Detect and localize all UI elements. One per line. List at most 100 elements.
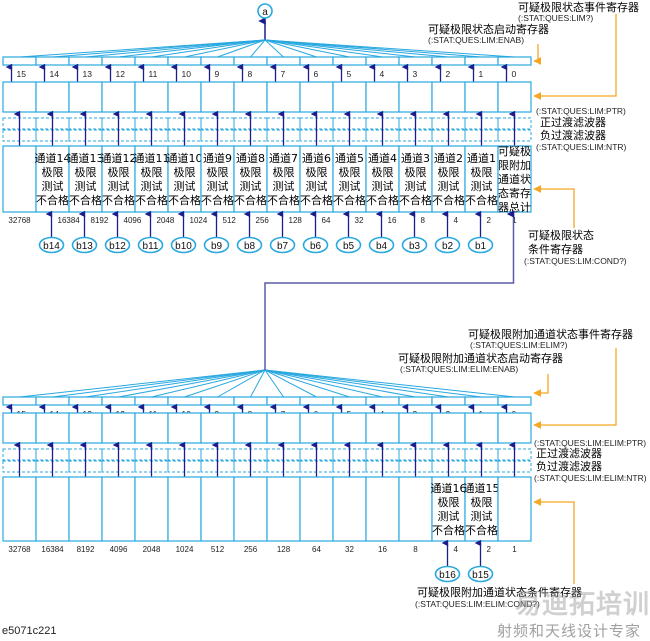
bottom-condition-cell-label: 极限 — [471, 495, 493, 509]
bottom-condition-bit-cell — [68, 476, 103, 542]
top-bit-number: 14 — [50, 69, 60, 79]
top-fan-line — [264, 39, 416, 58]
top-condition-cell-label: 测试 — [174, 180, 196, 193]
top-summary-node-label: a — [262, 7, 268, 18]
top-bit-weight: 1024 — [190, 216, 208, 225]
bottom-enable-bit-cell — [365, 396, 400, 406]
top-condition-cell-label: 测试 — [75, 180, 97, 193]
top-enable-bit-cell — [497, 56, 532, 66]
top-enable-bit-cell — [134, 56, 169, 66]
bottom-condition-cell-label: 测试 — [438, 510, 460, 523]
bottom-fan-line — [264, 369, 449, 398]
top-condition-cell-label: 不合格 — [69, 193, 102, 207]
bottom-event-register-command: (:STAT:QUES:LIM:ELIM?) — [470, 340, 568, 350]
top-enable-bit-cell — [101, 56, 136, 66]
top-condition-bit-cell — [398, 145, 433, 213]
top-bit-weight: 4096 — [124, 216, 142, 225]
top-input-label: b11 — [143, 241, 159, 252]
bottom-enable-pointer — [533, 374, 549, 397]
watermark-subtitle: 射频和天线设计专家 — [497, 622, 642, 640]
top-bit-number: 15 — [17, 69, 27, 79]
top-condition-cell-label: 不合格 — [300, 193, 333, 207]
top-condition-cell-label: 通道4 — [368, 151, 397, 165]
top-input-oval — [104, 236, 131, 254]
top-condition-bit-cell — [233, 145, 268, 213]
top-enable-bit-cell — [299, 56, 334, 66]
top-condition-cell-label: 不合格 — [135, 193, 168, 207]
top-bit-weight: 4 — [454, 216, 459, 225]
bottom-enable-bit-cell — [233, 396, 268, 406]
bottom-condition-cell-label: 不合格 — [432, 523, 465, 537]
top-input-label: b10 — [175, 241, 192, 252]
bottom-condition-bit-cell — [464, 476, 499, 542]
top-condition-cell-label: 测试 — [207, 180, 229, 193]
top-fan-line — [264, 39, 284, 58]
top-input-oval — [236, 236, 263, 254]
top-event-bit-cell — [134, 81, 169, 113]
top-bit-number: 4 — [380, 69, 385, 79]
top-condition-cell-label: 极限 — [207, 165, 229, 179]
top-enable-bit-cell — [431, 56, 466, 66]
top-fan-line — [264, 39, 317, 58]
top-fan-line — [264, 39, 383, 58]
bottom-event-bit-cell — [266, 412, 301, 444]
bottom-event-register-name: 可疑极限附加通道状态事件寄存器 — [468, 327, 633, 341]
bottom-enable-bit-cell — [266, 396, 301, 406]
bottom-condition-cell-label: 不合格 — [465, 523, 498, 537]
top-condition-cell-label: 极限 — [339, 165, 361, 179]
top-bit-weight: 8 — [421, 216, 426, 225]
top-condition-cell-label: 测试 — [141, 180, 163, 193]
top-bit-weight: 32768 — [8, 216, 31, 225]
top-input-label: b8 — [244, 241, 256, 252]
top-condition-cell-label: 不合格 — [267, 193, 300, 207]
top-condition-cell-label: 通道状 — [498, 172, 531, 186]
top-bit-weight: 512 — [223, 216, 237, 225]
bottom-bit-weight: 64 — [312, 545, 321, 554]
bottom-fan-line — [264, 369, 383, 398]
top-event-register-command: (:STAT:QUES:LIM?) — [518, 13, 593, 23]
bottom-enable-bit-cell — [167, 396, 202, 406]
bottom-enable-bit-cell — [497, 396, 532, 406]
top-input-label: b12 — [109, 241, 126, 252]
top-fan-line — [217, 39, 266, 58]
bottom-enable-bit-cell — [2, 396, 37, 406]
bottom-condition-register-command: (:STAT:QUES:LIM:ELIM:COND?) — [415, 599, 540, 609]
bottom-bit-weight: 4 — [454, 545, 459, 554]
top-condition-cell-label: 极限 — [438, 165, 460, 179]
bottom-bit-weight: 8 — [413, 545, 418, 554]
bottom-bit-weight: 512 — [211, 545, 225, 554]
top-enable-bit-cell — [332, 56, 367, 66]
top-enable-bit-cell — [398, 56, 433, 66]
top-input-oval — [368, 236, 395, 254]
bottom-positive-filter-label: 正过渡滤波器 — [536, 446, 602, 460]
bottom-bit-weight: 2048 — [143, 545, 161, 554]
top-bit-weight: 16 — [388, 216, 397, 225]
bottom-event-bit-cell — [497, 412, 532, 444]
top-condition-cell-label: 极限 — [405, 165, 427, 179]
bottom-event-bit-cell — [68, 412, 103, 444]
top-enable-bit-cell — [35, 56, 70, 66]
top-condition-register-name-2: 条件寄存器 — [528, 242, 583, 256]
bottom-event-bit-cell — [299, 412, 334, 444]
top-condition-cell-label: 通道7 — [269, 151, 298, 165]
bottom-bit-weight: 256 — [244, 545, 258, 554]
top-fan-line — [250, 39, 266, 58]
bottom-input-label: b15 — [472, 570, 489, 581]
top-input-oval — [38, 236, 65, 254]
bottom-fan-line — [264, 369, 482, 398]
top-condition-cell-label: 通道11 — [134, 151, 170, 165]
bottom-bit-weight: 16 — [378, 545, 387, 554]
top-negative-filter-label: 负过渡滤波器 — [540, 128, 606, 142]
bottom-condition-bit-cell — [332, 476, 367, 542]
top-positive-filter-label: 正过渡滤波器 — [540, 115, 606, 129]
top-condition-cell-label: 测试 — [471, 180, 493, 193]
top-condition-cell-label: 不合格 — [465, 193, 498, 207]
top-condition-cell-label: 通道13 — [68, 151, 104, 165]
top-condition-cell-label: 不合格 — [36, 193, 69, 207]
bottom-fan-line — [264, 369, 416, 398]
top-condition-cell-label: 通道10 — [167, 151, 203, 165]
top-input-label: b7 — [277, 241, 289, 252]
top-condition-bit-cell — [365, 145, 400, 213]
top-event-bit-cell — [332, 81, 367, 113]
top-enable-bit-cell — [365, 56, 400, 66]
